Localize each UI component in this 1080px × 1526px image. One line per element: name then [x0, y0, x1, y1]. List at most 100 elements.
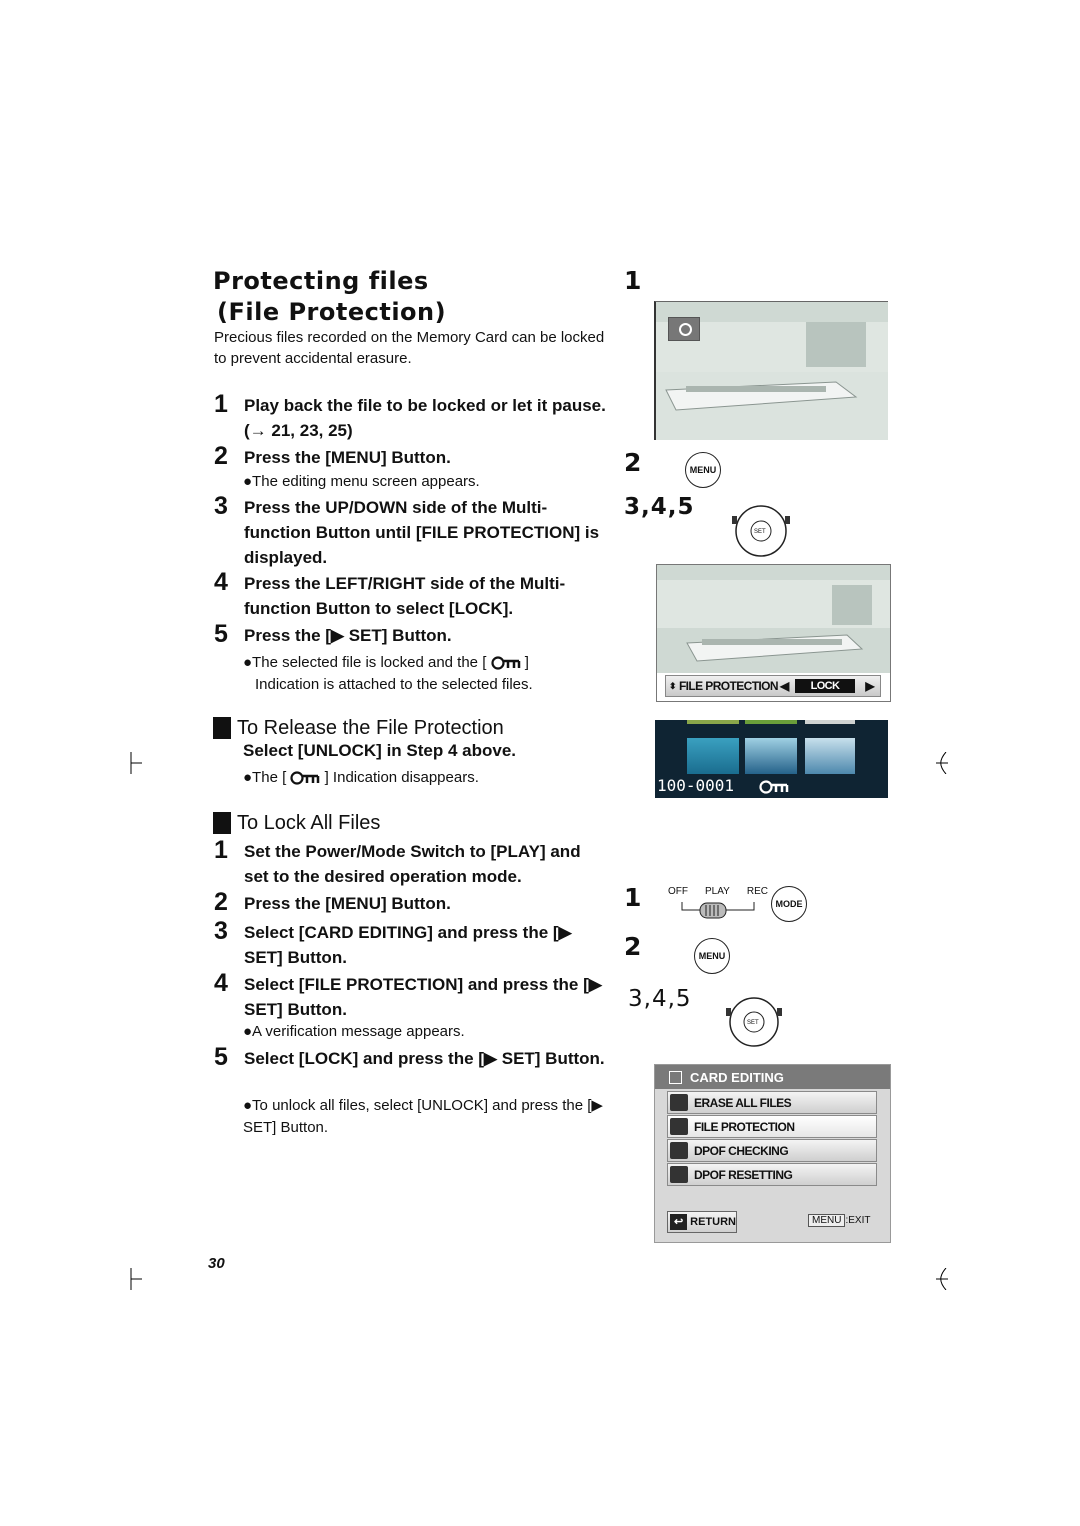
return-button[interactable]: ↩ RETURN [667, 1211, 737, 1233]
figure-lockall-step-2-label: 2 [624, 932, 642, 961]
figure-step-345-label: 3,4,5 [624, 494, 695, 520]
lockall-step-5: 5 Select [LOCK] and press the [▶ SET] Bu… [214, 1043, 609, 1071]
exit-label: :EXIT [845, 1215, 871, 1226]
key-lock-icon [490, 656, 520, 670]
intro-text: Precious files recorded on the Memory Ca… [214, 329, 605, 367]
menu-item-label: DPOF RESETTING [694, 1167, 793, 1182]
release-instruction: Select [UNLOCK] in Step 4 above. [243, 741, 516, 760]
section-marker [213, 812, 231, 834]
section-title: To Release the File Protection [237, 717, 504, 739]
thumbnail-image[interactable] [687, 738, 739, 774]
step-text: Press the LEFT/RIGHT side of the Multi-f… [244, 574, 566, 618]
bullet-menu-appears: ●The editing menu screen appears. [243, 473, 480, 490]
title-line-2: (File Protection) [217, 298, 447, 326]
up-down-arrow-icon: ⬍ [669, 680, 677, 691]
menu-item-label: ERASE ALL FILES [694, 1095, 792, 1110]
figure-step-1-label: 1 [624, 266, 642, 295]
thumb-strip [805, 720, 855, 724]
lockall-step-2: 2 Press the [MENU] Button. [214, 888, 609, 916]
step-number: 4 [214, 969, 228, 997]
page-number: 30 [208, 1255, 225, 1272]
bullet-unlock-all: ●To unlock all files, select [UNLOCK] an… [243, 1097, 603, 1136]
step-number: 3 [214, 492, 228, 520]
set-label: SET [747, 1020, 759, 1026]
file-protection-bar[interactable]: ⬍ FILE PROTECTION ◀ LOCK ▶ [665, 675, 881, 697]
crop-mark [936, 1268, 948, 1290]
menu-button[interactable]: MENU [685, 452, 721, 488]
step-text: Select [LOCK] and press the [▶ SET] Butt… [244, 1049, 605, 1068]
dpof-check-icon [670, 1142, 688, 1159]
multi-function-button[interactable]: SET [728, 498, 794, 564]
card-editing-title: CARD EDITING [690, 1069, 784, 1085]
step-5: 5 Press the [▶ SET] Button. [214, 620, 609, 648]
step-text: Press the [▶ SET] Button. [244, 626, 452, 645]
lockall-step-4: 4 Select [FILE PROTECTION] and press the… [214, 969, 609, 1022]
mode-button[interactable]: MODE [771, 886, 807, 922]
bullet-text: ] [524, 654, 529, 671]
step-text: Press the [MENU] Button. [244, 894, 451, 913]
section-title: To Lock All Files [237, 812, 381, 834]
page-title: Protecting files (File Protection) [213, 266, 446, 328]
exit-hint: MENU :EXIT [808, 1214, 870, 1227]
step-number: 5 [214, 1043, 228, 1071]
step-1: 1 Play back the file to be locked or let… [214, 390, 609, 443]
key-icon [670, 1118, 688, 1135]
file-number: 100-0001 [657, 776, 735, 795]
menu-item-dpof-resetting[interactable]: DPOF RESETTING [667, 1163, 877, 1186]
figure-lockall-step-345-label: 3,4,5 [628, 986, 692, 1012]
switch-label-rec: REC [746, 886, 768, 897]
menu-item-label: DPOF CHECKING [694, 1143, 789, 1158]
step-number: 2 [214, 442, 228, 470]
camera-icon [668, 317, 700, 341]
step-text: Press the UP/DOWN side of the Multi-func… [244, 498, 600, 567]
dial-icon [732, 505, 790, 557]
multi-function-button[interactable]: SET [722, 990, 786, 1054]
step-number: 1 [214, 390, 228, 418]
switch-icon [681, 902, 755, 919]
lock-option[interactable]: LOCK [794, 679, 856, 693]
thumbnail-image[interactable] [745, 738, 797, 774]
key-lock-icon [759, 780, 789, 794]
lockall-step-3: 3 Select [CARD EDITING] and press the [▶… [214, 917, 609, 970]
set-label: SET [754, 529, 766, 535]
step-number: 3 [214, 917, 228, 945]
step-text: Press the [MENU] Button. [244, 448, 451, 467]
bullet-text: Indication is attached to the selected f… [255, 676, 533, 693]
section-marker [213, 717, 231, 739]
return-label: RETURN [690, 1216, 736, 1228]
menu-item-file-protection[interactable]: FILE PROTECTION [667, 1115, 877, 1138]
power-mode-switch[interactable] [680, 900, 756, 920]
menu-button[interactable]: MENU [694, 938, 730, 974]
file-protection-label: FILE PROTECTION [678, 679, 779, 693]
switch-label-play: PLAY [705, 886, 730, 897]
thumbnail-screen: 100-0001 [655, 720, 888, 798]
switch-label-off: OFF [668, 886, 688, 897]
bullet-file-locked: ●The selected file is locked and the [ ]… [243, 652, 613, 696]
step-number: 5 [214, 620, 228, 648]
card-editing-header: CARD EDITING [655, 1065, 890, 1089]
step-number: 2 [214, 888, 228, 916]
menu-item-dpof-checking[interactable]: DPOF CHECKING [667, 1139, 877, 1162]
file-protection-screen: ⬍ FILE PROTECTION ◀ LOCK ▶ [656, 564, 891, 702]
menu-item-erase-all[interactable]: ERASE ALL FILES [667, 1091, 877, 1114]
dial-icon [726, 997, 782, 1047]
lockall-step-1: 1 Set the Power/Mode Switch to [PLAY] an… [214, 836, 609, 889]
playback-photo [654, 301, 888, 440]
thumbnail-image[interactable] [805, 738, 855, 774]
bullet-text: ●The selected file is locked and the [ [243, 654, 487, 671]
figure-lockall-step-1-label: 1 [624, 883, 642, 912]
trash-icon [670, 1094, 688, 1111]
step-4: 4 Press the LEFT/RIGHT side of the Multi… [214, 568, 609, 621]
return-icon: ↩ [670, 1214, 688, 1230]
figure-step-2-label: 2 [624, 448, 642, 477]
step-text: Play back the file to be locked or let i… [244, 396, 606, 440]
section-lock-all-heading: To Lock All Files [213, 811, 380, 835]
dpof-reset-icon [670, 1166, 688, 1183]
step-number: 4 [214, 568, 228, 596]
title-line-1: Protecting files [213, 267, 429, 295]
ship-photo-image [657, 565, 890, 673]
menu-item-label: FILE PROTECTION [694, 1119, 795, 1134]
section-release-heading: To Release the File Protection [213, 716, 504, 740]
right-arrow-icon: ▶ [865, 679, 875, 693]
step-number: 1 [214, 836, 228, 864]
